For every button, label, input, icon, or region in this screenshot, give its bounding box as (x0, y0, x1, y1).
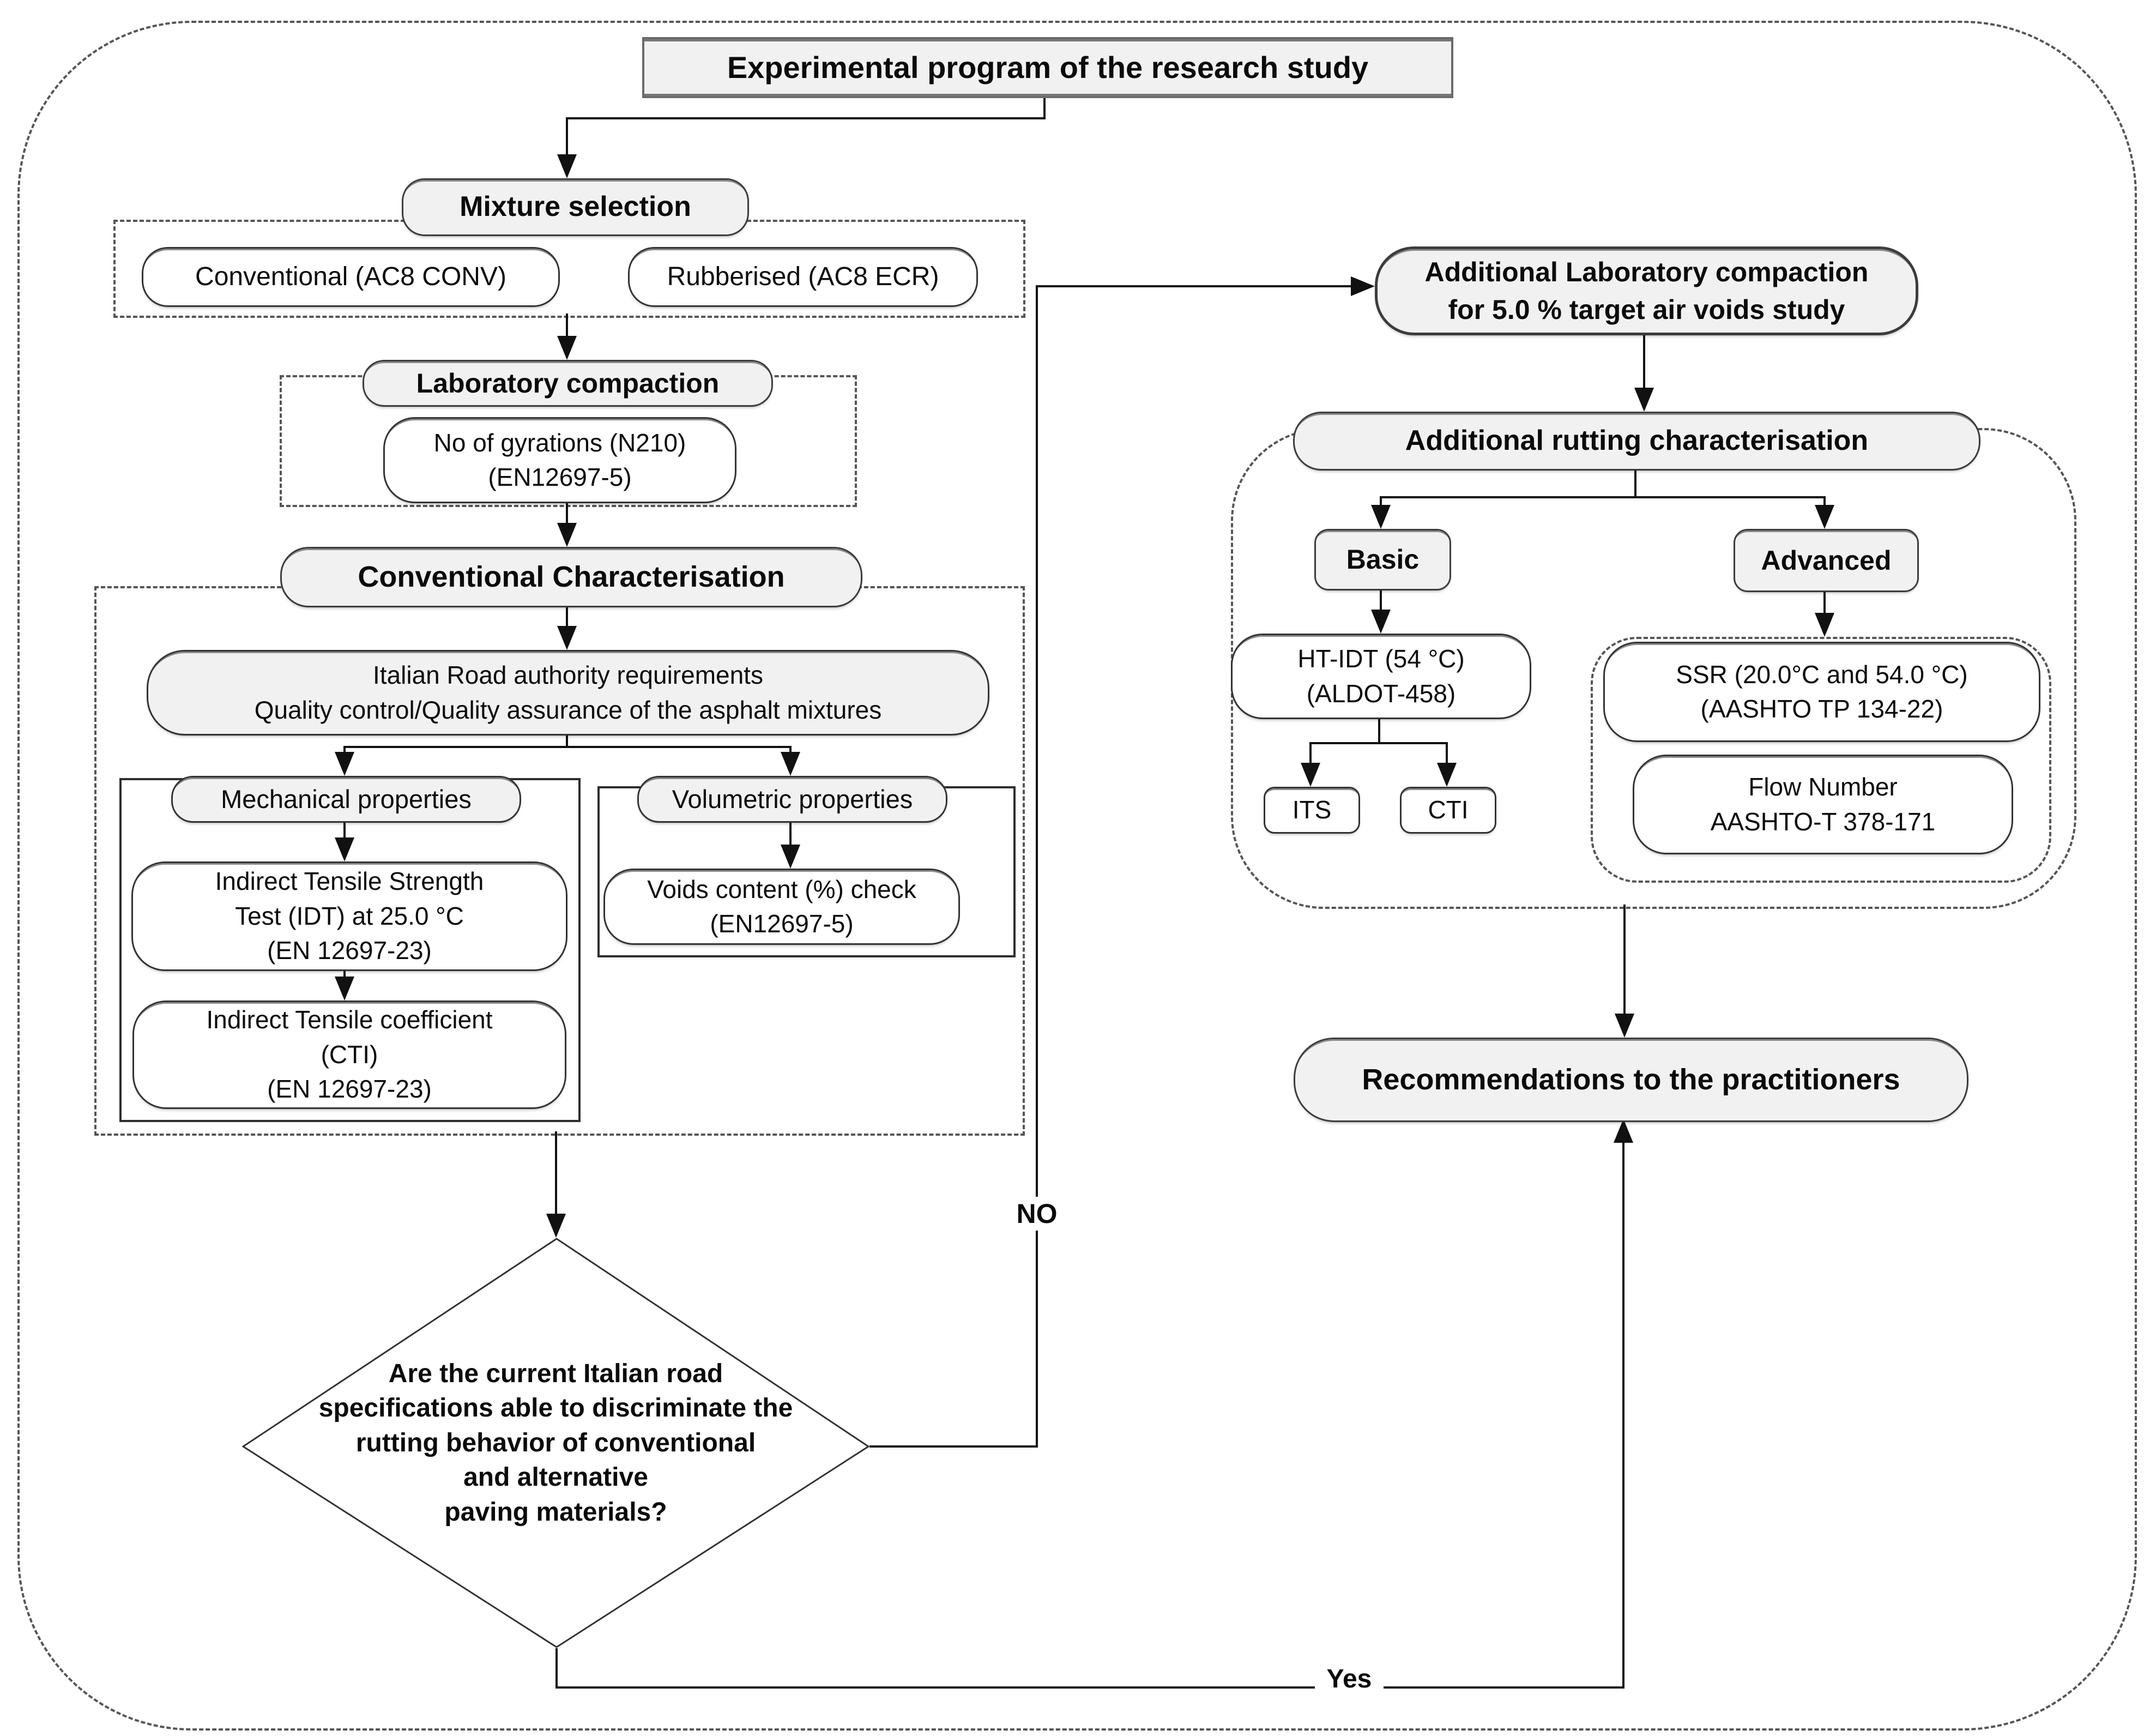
conventional-characterisation-node: Conventional Characterisation (280, 547, 862, 607)
connector-line (1380, 496, 1826, 498)
arrow-down-icon (1815, 505, 1834, 529)
ssr-node: SSR (20.0°C and 54.0 °C) (AASHTO TP 134-… (1603, 642, 2040, 742)
arrow-down-icon (1371, 610, 1391, 634)
no-path-line (869, 1445, 1038, 1448)
connector-line (789, 746, 792, 754)
additional-rutting-node: Additional rutting characterisation (1293, 412, 1980, 471)
arrow-down-icon (1815, 613, 1834, 637)
yes-edge-label: Yes (1315, 1662, 1384, 1696)
decision-diamond (242, 1238, 869, 1648)
cti-small-node: CTI (1400, 787, 1496, 834)
arrow-down-icon (557, 626, 577, 650)
connector-line (789, 819, 792, 847)
laboratory-compaction-node: Laboratory compaction (363, 360, 773, 407)
mechanical-properties-node: Mechanical properties (171, 776, 521, 823)
yes-path-line (1622, 1143, 1624, 1689)
arrow-down-icon (1634, 388, 1654, 412)
arrow-right-icon (1351, 276, 1375, 296)
yes-path-line (555, 1686, 1624, 1689)
advanced-node: Advanced (1734, 529, 1919, 592)
conventional-mix-node: Conventional (AC8 CONV) (142, 247, 560, 307)
no-path-line (1036, 286, 1038, 1448)
connector-line (1043, 94, 1046, 119)
arrow-down-icon (546, 1214, 566, 1238)
arrow-down-icon (557, 336, 577, 360)
its-node: ITS (1264, 787, 1360, 834)
arrow-down-icon (1615, 1014, 1634, 1038)
arrow-down-icon (557, 154, 577, 178)
arrow-down-icon (335, 976, 354, 1000)
mixture-selection-node: Mixture selection (402, 178, 749, 236)
connector-line (1643, 330, 1645, 390)
connector-line (1446, 742, 1448, 764)
connector-line (1623, 905, 1626, 1015)
figure-outer-border (17, 21, 2137, 1731)
italian-requirements-node: Italian Road authority requirements Qual… (147, 650, 989, 736)
connector-line (566, 117, 568, 156)
cti-test-node: Indirect Tensile coefficient (CTI) (EN 1… (132, 1000, 566, 1109)
advanced-tests-container (1591, 637, 2051, 883)
ht-idt-node: HT-IDT (54 °C) (ALDOT-458) (1231, 634, 1531, 719)
arrow-down-icon (1301, 763, 1320, 787)
arrow-down-icon (557, 523, 577, 547)
arrow-up-icon (1614, 1119, 1633, 1143)
rubberised-mix-node: Rubberised (AC8 ECR) (628, 247, 978, 307)
connector-line (566, 604, 568, 628)
basic-node: Basic (1314, 529, 1451, 590)
idt-test-node: Indirect Tensile Strength Test (IDT) at … (131, 861, 567, 971)
no-path-line (1036, 285, 1352, 287)
page-title: Experimental program of the research stu… (642, 37, 1453, 98)
connector-line (1309, 742, 1448, 744)
connector-line (343, 746, 792, 748)
connector-line (555, 1131, 557, 1216)
arrow-down-icon (1371, 505, 1391, 529)
connector-line (566, 117, 1046, 119)
recommendations-node: Recommendations to the practitioners (1294, 1038, 1968, 1122)
connector-line (1380, 496, 1382, 506)
gyrations-node: No of gyrations (N210) (EN12697-5) (383, 417, 736, 503)
voids-check-node: Voids content (%) check (EN12697-5) (603, 869, 960, 945)
connector-line (343, 819, 346, 840)
connector-line (566, 314, 568, 338)
connector-line (566, 732, 568, 748)
arrow-down-icon (1437, 763, 1457, 787)
connector-line (1309, 742, 1312, 764)
arrow-down-icon (335, 752, 354, 776)
connector-line (343, 746, 346, 754)
arrow-down-icon (781, 752, 800, 776)
additional-compaction-node: Additional Laboratory compaction for 5.0… (1375, 246, 1918, 335)
connector-line (566, 503, 568, 525)
connector-line (1823, 589, 1826, 614)
flow-number-node: Flow Number AASHTO-T 378-171 (1633, 755, 2013, 854)
connector-line (1823, 496, 1826, 506)
connector-line (1378, 716, 1380, 743)
volumetric-properties-node: Volumetric properties (637, 776, 947, 823)
connector-line (1380, 587, 1382, 612)
no-edge-label: NO (1004, 1197, 1070, 1231)
arrow-down-icon (781, 845, 800, 869)
connector-line (1634, 467, 1636, 498)
yes-path-line (555, 1648, 558, 1689)
arrow-down-icon (335, 837, 354, 861)
connector-line (343, 968, 346, 979)
